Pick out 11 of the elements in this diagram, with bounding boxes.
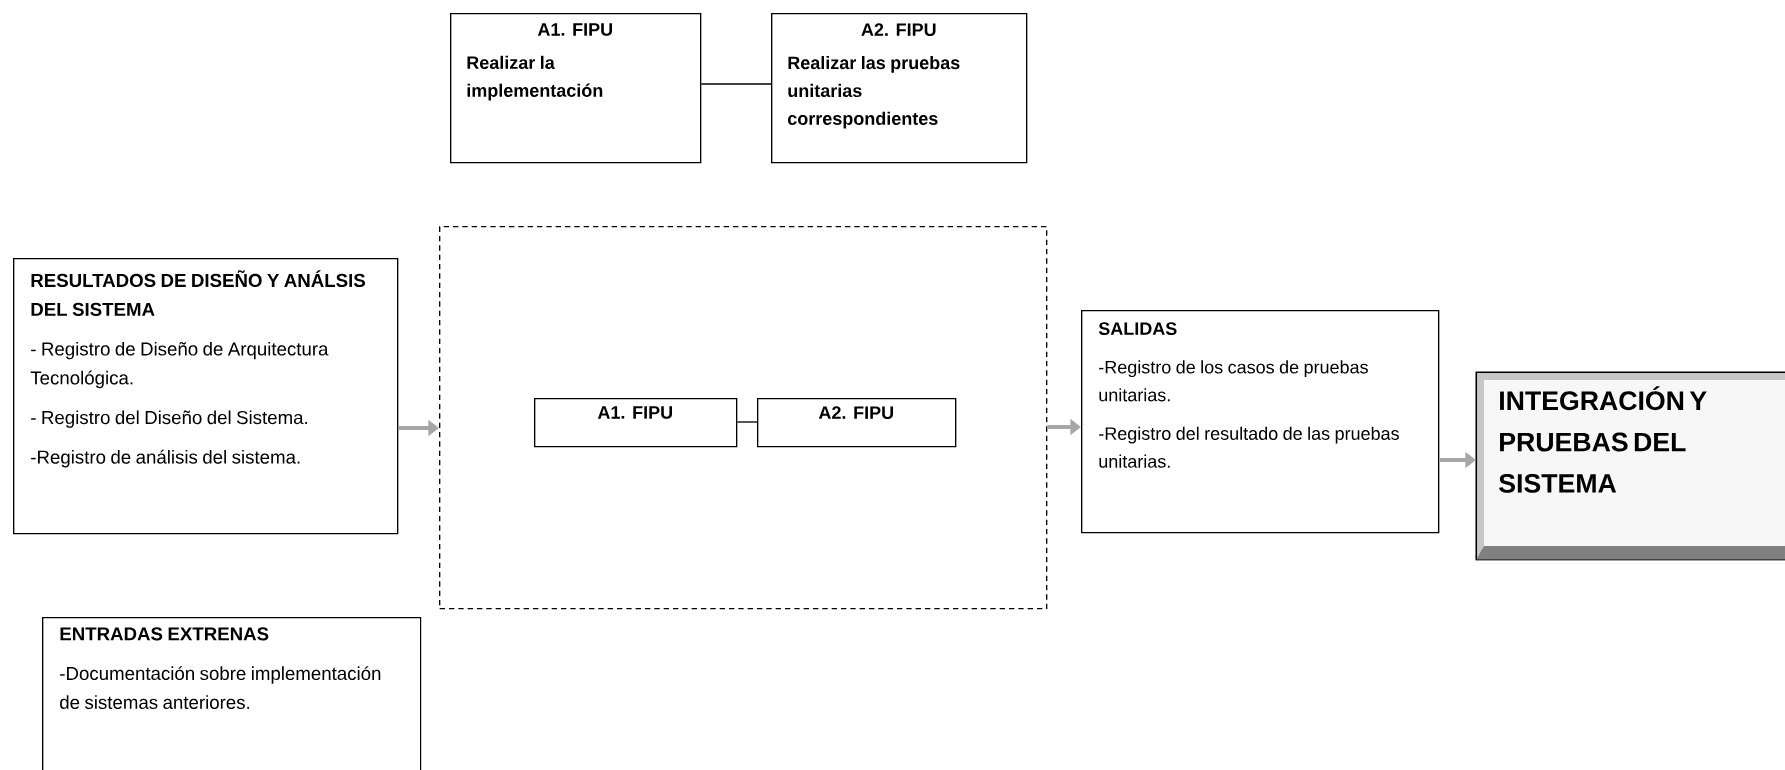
output-box: SALIDAS -Registro de los casos de pruebas unitarias. -Registro del resultado de las pruebas unitarias. [1081,310,1440,534]
activity-box: A1. FIPU [534,398,738,448]
input-box: RESULTADOS DE DISEÑO Y ANÁLSIS DEL SISTEMA - Registro de Diseño de Arquitectura Tecnológica. - Registro del Diseño del Sistema. -Registro de análisis del sistema. [13,258,399,535]
connector-line [700,83,772,85]
activity-box: A1. FIPU Realizar la implementación [450,13,702,164]
activity-box: A2. FIPU [757,398,957,448]
activity-box: A2. FIPU Realizar las pruebas unitarias correspondientes [771,13,1028,164]
input-box: ENTRADAS EXTRENAS -Documentación sobre implementación de sistemas anteriores. [42,617,422,770]
connector-line [736,421,758,423]
stage-box: INTEGRACIÓN Y PRUEBAS DEL SISTEMA [1475,371,1785,561]
dashed-frame [439,226,1048,610]
